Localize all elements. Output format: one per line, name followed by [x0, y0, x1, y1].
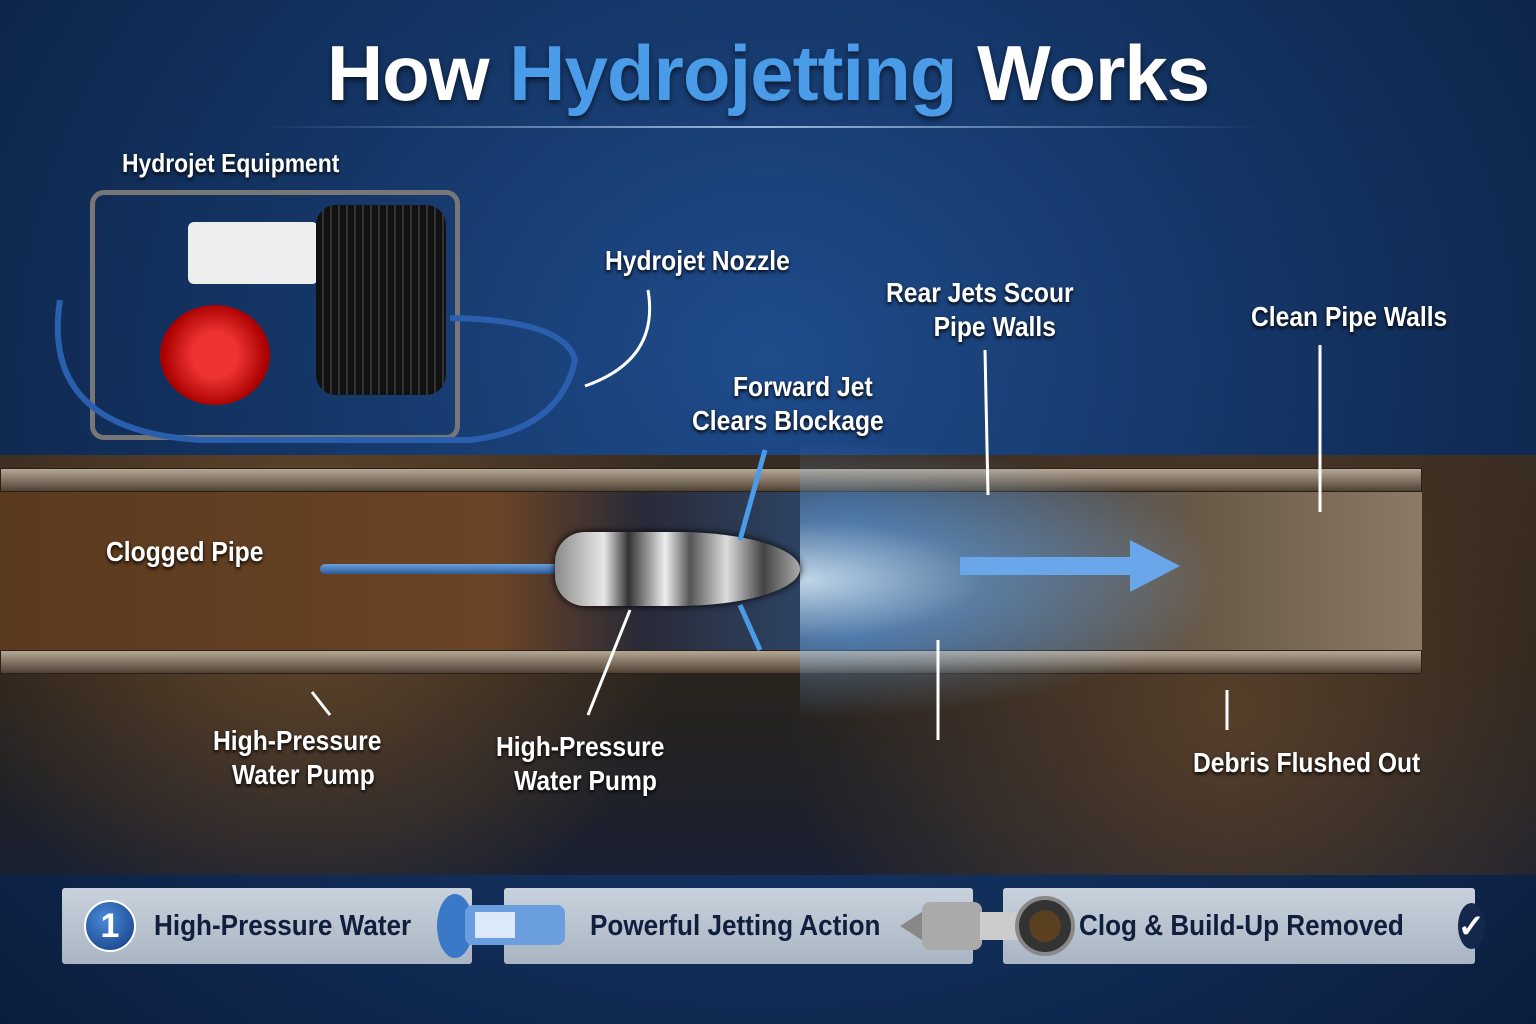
jetting-hose	[320, 564, 560, 574]
label-line: High-Pressure	[213, 725, 382, 756]
arrow-pump-left	[310, 691, 332, 716]
title-part: Works	[956, 29, 1210, 117]
label-clean-walls: Clean Pipe Walls	[1251, 301, 1448, 332]
title-part: How	[326, 29, 510, 117]
step-3-label: Clog & Build-Up Removed	[1079, 909, 1404, 942]
label-clogged-pipe: Clogged Pipe	[106, 536, 264, 567]
engine-fan	[160, 305, 270, 405]
label-line: Water Pump	[231, 759, 375, 790]
arrow-nozzle	[584, 289, 652, 388]
page-title: How Hydrojetting Works	[0, 28, 1536, 119]
arrow-forward-jet	[737, 449, 768, 541]
step-2-panel: Powerful Jetting Action	[504, 888, 973, 964]
hose-line	[54, 299, 579, 443]
label-equipment: Hydrojet Equipment	[122, 148, 340, 178]
arrow-rear-jets	[983, 349, 990, 496]
step-1-panel: 1 High-Pressure Water	[62, 888, 472, 964]
step-number-badge: 1	[84, 900, 136, 952]
arrow-pump-mid	[586, 609, 632, 716]
water-spray	[800, 440, 1230, 720]
step-3-panel: Clog & Build-Up Removed ✓	[1003, 888, 1485, 964]
step-2-label: Powerful Jetting Action	[590, 909, 881, 942]
label-line: Water Pump	[514, 765, 657, 796]
flow-arrow-head	[1130, 540, 1180, 592]
hydrojet-nozzle-illustration	[555, 532, 800, 606]
label-line: Forward Jet	[733, 371, 873, 402]
hose-reel	[316, 205, 446, 395]
step-1-label: High-Pressure Water	[154, 909, 412, 942]
checkmark-icon: ✓	[1457, 903, 1485, 949]
title-divider	[260, 126, 1260, 128]
label-line: Clears Blockage	[692, 405, 884, 436]
label-line: High-Pressure	[496, 731, 665, 762]
nozzle-icon	[437, 894, 565, 958]
label-line: Rear Jets Scour	[886, 277, 1074, 308]
arrow-blue-lower	[737, 603, 763, 652]
label-nozzle: Hydrojet Nozzle	[605, 245, 790, 276]
label-debris: Debris Flushed Out	[1193, 747, 1421, 778]
jet-nozzle-icon	[900, 896, 1075, 956]
engine-tank	[188, 222, 318, 284]
title-accent: Hydrojetting	[509, 29, 957, 117]
label-line: Pipe Walls	[933, 311, 1056, 342]
